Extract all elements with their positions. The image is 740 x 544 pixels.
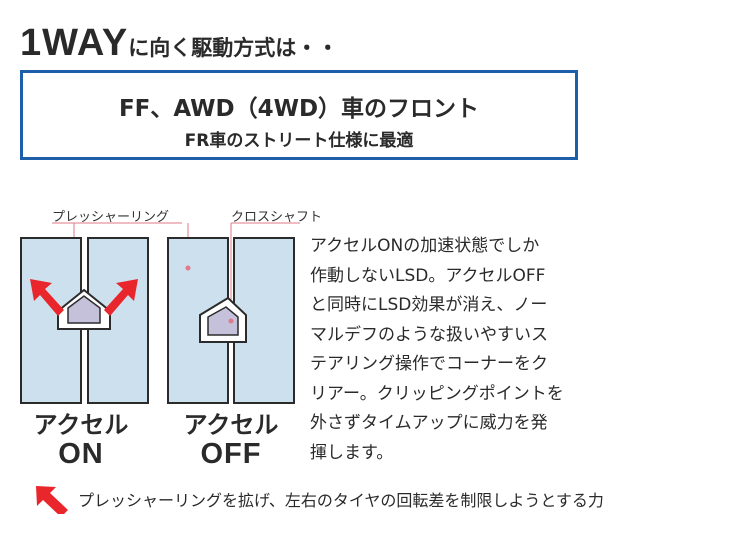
state-on-kana: アクセル <box>33 411 129 439</box>
on-cross-shaft <box>67 295 101 324</box>
cross-shaft-label: クロスシャフト <box>231 210 323 225</box>
page-title: 1WAYに向く駆動方式は・・ <box>20 22 338 65</box>
off-cross-shaft <box>207 306 239 336</box>
state-off-word: OFF <box>200 438 262 470</box>
state-on-label: アクセル ON <box>16 413 146 469</box>
description: アクセルONの加速状態でしか 作動しないLSD。アクセルOFF と同時にLSD効… <box>310 232 600 468</box>
description-line: テアリング操作でコーナーをク <box>310 354 548 374</box>
description-line: 揮します。 <box>310 442 394 463</box>
description-line: アクセルONの加速状態でしか <box>310 236 540 256</box>
accel-on-diagram <box>20 237 149 404</box>
off-ring-marker <box>185 265 191 271</box>
description-line: と同時にLSD効果が消え、ノー <box>310 295 548 315</box>
description-line: マルデフのような扱いやすいス <box>310 324 548 345</box>
lsd-diagram: プレッシャーリング クロスシャフト アクセル ON <box>0 195 322 485</box>
description-line: 外さずタイムアップに威力を発 <box>310 413 548 433</box>
force-arrow-right-icon <box>104 279 138 316</box>
state-off-label: アクセル OFF <box>166 413 296 469</box>
lsd-diagram-svg <box>20 222 300 404</box>
force-arrow-legend-icon <box>36 486 68 517</box>
drive-type-sub: FR車のストリート仕様に最適 <box>184 131 414 151</box>
title-main: 1WAY <box>20 22 129 64</box>
state-on-word: ON <box>58 438 104 470</box>
state-off-kana: アクセル <box>183 411 279 439</box>
legend: プレッシャーリングを拡げ、左右のタイヤの回転差を制限しようとする力 <box>34 484 604 517</box>
accel-off-diagram <box>167 237 295 404</box>
drive-type-main: FF、AWD（4WD）車のフロント <box>118 96 480 122</box>
off-shaft-marker <box>228 318 234 324</box>
force-arrow-left-icon <box>30 279 64 316</box>
drive-type-box: FF、AWD（4WD）車のフロント FR車のストリート仕様に最適 <box>20 70 578 160</box>
description-line: リアー。クリッピングポイントを <box>310 383 564 404</box>
pressure-ring-label: プレッシャーリング <box>52 210 170 225</box>
legend-text: プレッシャーリングを拡げ、左右のタイヤの回転差を制限しようとする力 <box>78 491 604 510</box>
title-sub: に向く駆動方式は・・ <box>128 36 339 60</box>
description-line: 作動しないLSD。アクセルOFF <box>310 265 546 286</box>
